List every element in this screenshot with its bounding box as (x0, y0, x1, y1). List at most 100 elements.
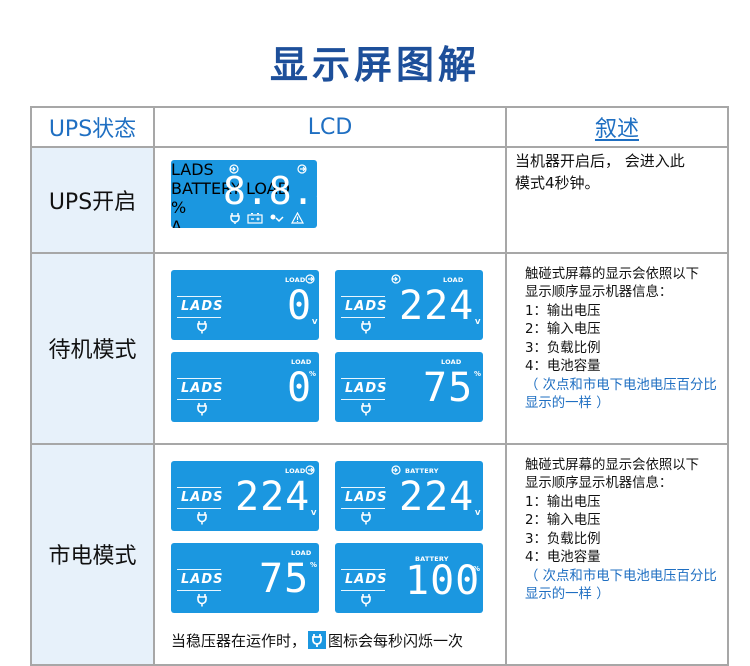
logo-bar (341, 377, 385, 380)
plug-icon (361, 511, 371, 525)
table-row: 待机模式 LADS LOAD 0 V LADS LOAD 224 V (30, 251, 729, 445)
logo-bar (177, 316, 221, 319)
desc-line: 显示顺序显示机器信息： (525, 285, 673, 301)
status-cell: UPS开启 (30, 146, 155, 254)
desc-line: 1：输出电压 (525, 494, 601, 510)
header-row: UPS状态 LCD 叙述 (30, 105, 729, 149)
status-label: 市电模式 (48, 544, 137, 570)
brand-logo: LADS (345, 489, 388, 505)
lcd-screen: LADS BATTERY 100 % (335, 542, 483, 613)
lcd-value: 224 (235, 473, 311, 520)
lcd-value: 75 (259, 555, 310, 602)
lcd-screen: LADS LOAD 75 % (171, 542, 319, 613)
logo-bar (177, 398, 221, 401)
logo-bar (177, 377, 221, 380)
lcd-value: 100 (405, 557, 481, 604)
battery-icon (247, 213, 263, 224)
lcd-label: BATTERY (415, 554, 449, 563)
lcd-screen: LADS LOAD 224 V (171, 460, 319, 531)
desc-line: 2：输入电压 (525, 513, 601, 529)
brand-logo: LADS (181, 571, 224, 587)
lcd-unit: % (309, 369, 317, 378)
logo-bar (341, 507, 385, 510)
status-cell: 待机模式 (30, 251, 155, 445)
desc-note: 显示的一样 ） (525, 396, 610, 412)
lcd-unit: V (475, 508, 481, 517)
lcd-label: LOAD (291, 548, 312, 557)
desc-cell: 触碰式屏幕的显示会依照以下 显示顺序显示机器信息： 1：输出电压 2：输入电压 … (505, 442, 729, 666)
input-arrow-icon (229, 164, 239, 174)
lcd-label: LOAD (441, 357, 462, 366)
desc-note: （ 次点和市电下电池电压百分比 (525, 568, 717, 584)
plug-icon (197, 593, 207, 607)
logo-bar (177, 589, 221, 592)
desc-line: 当机器开启后， 会进入此 (515, 152, 685, 171)
desc-cell: 当机器开启后， 会进入此 模式4秒钟。 (505, 146, 729, 254)
desc-line: 触碰式屏幕的显示会依照以下 (525, 266, 700, 282)
logo-bar (177, 568, 221, 571)
plug-icon (308, 630, 327, 649)
logo-bar (177, 507, 221, 510)
plug-icon (197, 402, 207, 416)
brand-logo: LADS (345, 380, 388, 396)
lcd-screen: LADS LOAD 0 V (171, 269, 319, 340)
logo-bar (341, 589, 385, 592)
plug-icon (197, 320, 207, 334)
lcd-screen: LADS LOAD 224 V (335, 269, 483, 340)
status-labels: BATTERY LOAD (171, 179, 290, 199)
description: 当机器开启后， 会进入此 模式4秒钟。 (515, 150, 719, 194)
header-status: UPS状态 (30, 105, 155, 149)
desc-line: 3：负载比例 (525, 531, 601, 547)
logo-bar (341, 316, 385, 319)
desc-line: 4：电池容量 (525, 359, 601, 375)
logo-bar (341, 295, 385, 298)
status-cell: 市电模式 (30, 442, 155, 666)
lcd-screen: LADS LOAD 0 % (171, 351, 319, 422)
lcd-cell: LADS LOAD 0 V LADS LOAD 224 V LADS (153, 251, 507, 445)
plug-icon (361, 320, 371, 334)
lcd-value: 0 (287, 282, 313, 329)
logo-bar (177, 295, 221, 298)
desc-line: 3：负载比例 (525, 340, 601, 356)
brand-logo: LADS (345, 571, 388, 587)
lcd-unit: V (475, 317, 481, 326)
lcd-cell: LADS BATTERY LOAD 8.8.8 % A Hz V (153, 146, 507, 254)
brand-logo: LADS (171, 160, 214, 180)
logo-bar (177, 486, 221, 489)
input-arrow-icon (391, 274, 401, 284)
logo-bar (341, 486, 385, 489)
lcd-value: 8.8.8 (223, 169, 317, 214)
desc-line: 模式4秒钟。 (515, 174, 600, 193)
lcd-screen: LADS LOAD 75 % (335, 351, 483, 422)
desc-line: 2：输入电压 (525, 322, 601, 338)
lcd-label: BATTERY (405, 466, 439, 475)
lcd-unit: V (311, 508, 317, 517)
input-arrow-icon (391, 465, 401, 475)
desc-cell: 触碰式屏幕的显示会依照以下 显示顺序显示机器信息： 1：输出电压 2：输入电压 … (505, 251, 729, 445)
description: 触碰式屏幕的显示会依照以下 显示顺序显示机器信息： 1：输出电压 2：输入电压 … (525, 266, 719, 414)
description: 触碰式屏幕的显示会依照以下 显示顺序显示机器信息： 1：输出电压 2：输入电压 … (525, 457, 719, 605)
load-icon (270, 214, 284, 223)
brand-logo: LADS (181, 380, 224, 396)
lcd-label: LOAD (285, 275, 306, 284)
plug-icon (361, 402, 371, 416)
desc-line: 4：电池容量 (525, 550, 601, 566)
logo-bar (341, 568, 385, 571)
table-row: 市电模式 LADS LOAD 224 V LADS BATTERY 224 V (30, 442, 729, 666)
lcd-cell: LADS LOAD 224 V LADS BATTERY 224 V L (153, 442, 507, 666)
table-row: UPS开启 LADS BATTERY LOAD 8.8.8 % A Hz V (30, 146, 729, 254)
unit-amp: A (171, 217, 182, 229)
brand-logo: LADS (181, 489, 224, 505)
desc-line: 触碰式屏幕的显示会依照以下 (525, 457, 700, 473)
logo-bar (341, 398, 385, 401)
output-arrow-icon (305, 465, 315, 475)
footnote-before: 当稳压器在运作时， (171, 631, 307, 650)
display-table: UPS状态 LCD 叙述 UPS开启 LADS BATTERY LOAD 8.8… (30, 105, 729, 666)
output-arrow-icon (305, 274, 315, 284)
lcd-label: LOAD (443, 275, 464, 284)
brand-logo: LADS (345, 298, 388, 314)
warning-icon (291, 212, 304, 224)
footnote: 当稳压器在运作时，图标会每秒闪烁一次 (171, 630, 463, 651)
plug-icon (197, 511, 207, 525)
status-label: 待机模式 (48, 338, 137, 364)
